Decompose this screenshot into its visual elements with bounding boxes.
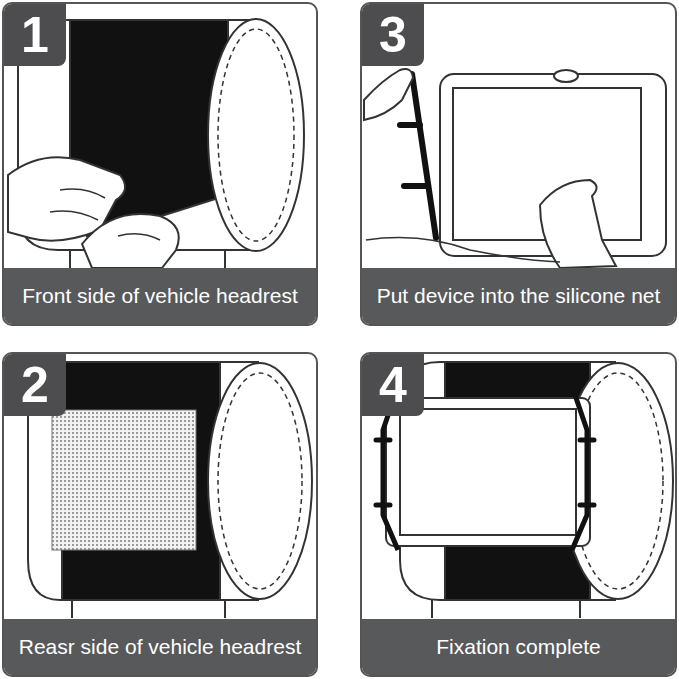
- step-number: 1: [4, 4, 66, 66]
- step-number: 2: [4, 354, 66, 416]
- step-caption: Fixation complete: [430, 635, 607, 659]
- step-number: 4: [362, 354, 424, 416]
- caption-band: Put device into the silicone net: [362, 268, 675, 324]
- step-panel: 1Front side of vehicle headrest: [2, 2, 318, 326]
- step-panel: 4Fixation complete: [360, 352, 677, 677]
- caption-band: Reasr side of vehicle headrest: [4, 619, 316, 675]
- step-caption: Put device into the silicone net: [371, 284, 667, 308]
- step-panel: 3Put device into the silicone net: [360, 2, 677, 326]
- step-caption: Front side of vehicle headrest: [16, 284, 303, 308]
- caption-band: Front side of vehicle headrest: [4, 268, 316, 324]
- headrest-rear: [28, 362, 312, 618]
- tablet-with-net: [364, 69, 666, 268]
- caption-band: Fixation complete: [362, 619, 675, 675]
- step-caption: Reasr side of vehicle headrest: [13, 635, 308, 659]
- step-number: 3: [362, 4, 424, 66]
- step-panel: 2Reasr side of vehicle headrest: [2, 352, 318, 677]
